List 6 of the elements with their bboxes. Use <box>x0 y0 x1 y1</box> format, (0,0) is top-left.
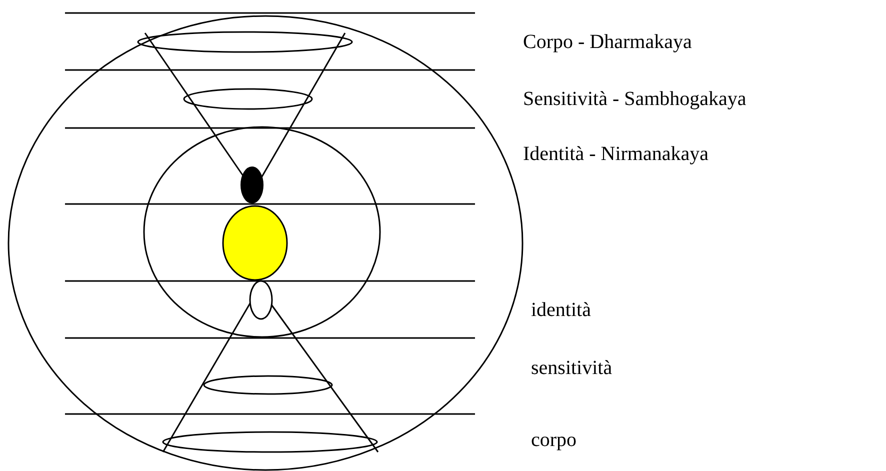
level-label: identità <box>531 298 591 322</box>
level-label: corpo <box>531 428 577 452</box>
level-label: sensitività <box>531 356 612 380</box>
level-label: Corpo - Dharmakaya <box>523 30 692 54</box>
level-label: Sensitività - Sambhogakaya <box>523 87 746 111</box>
level-label: Identità - Nirmanakaya <box>523 142 708 166</box>
